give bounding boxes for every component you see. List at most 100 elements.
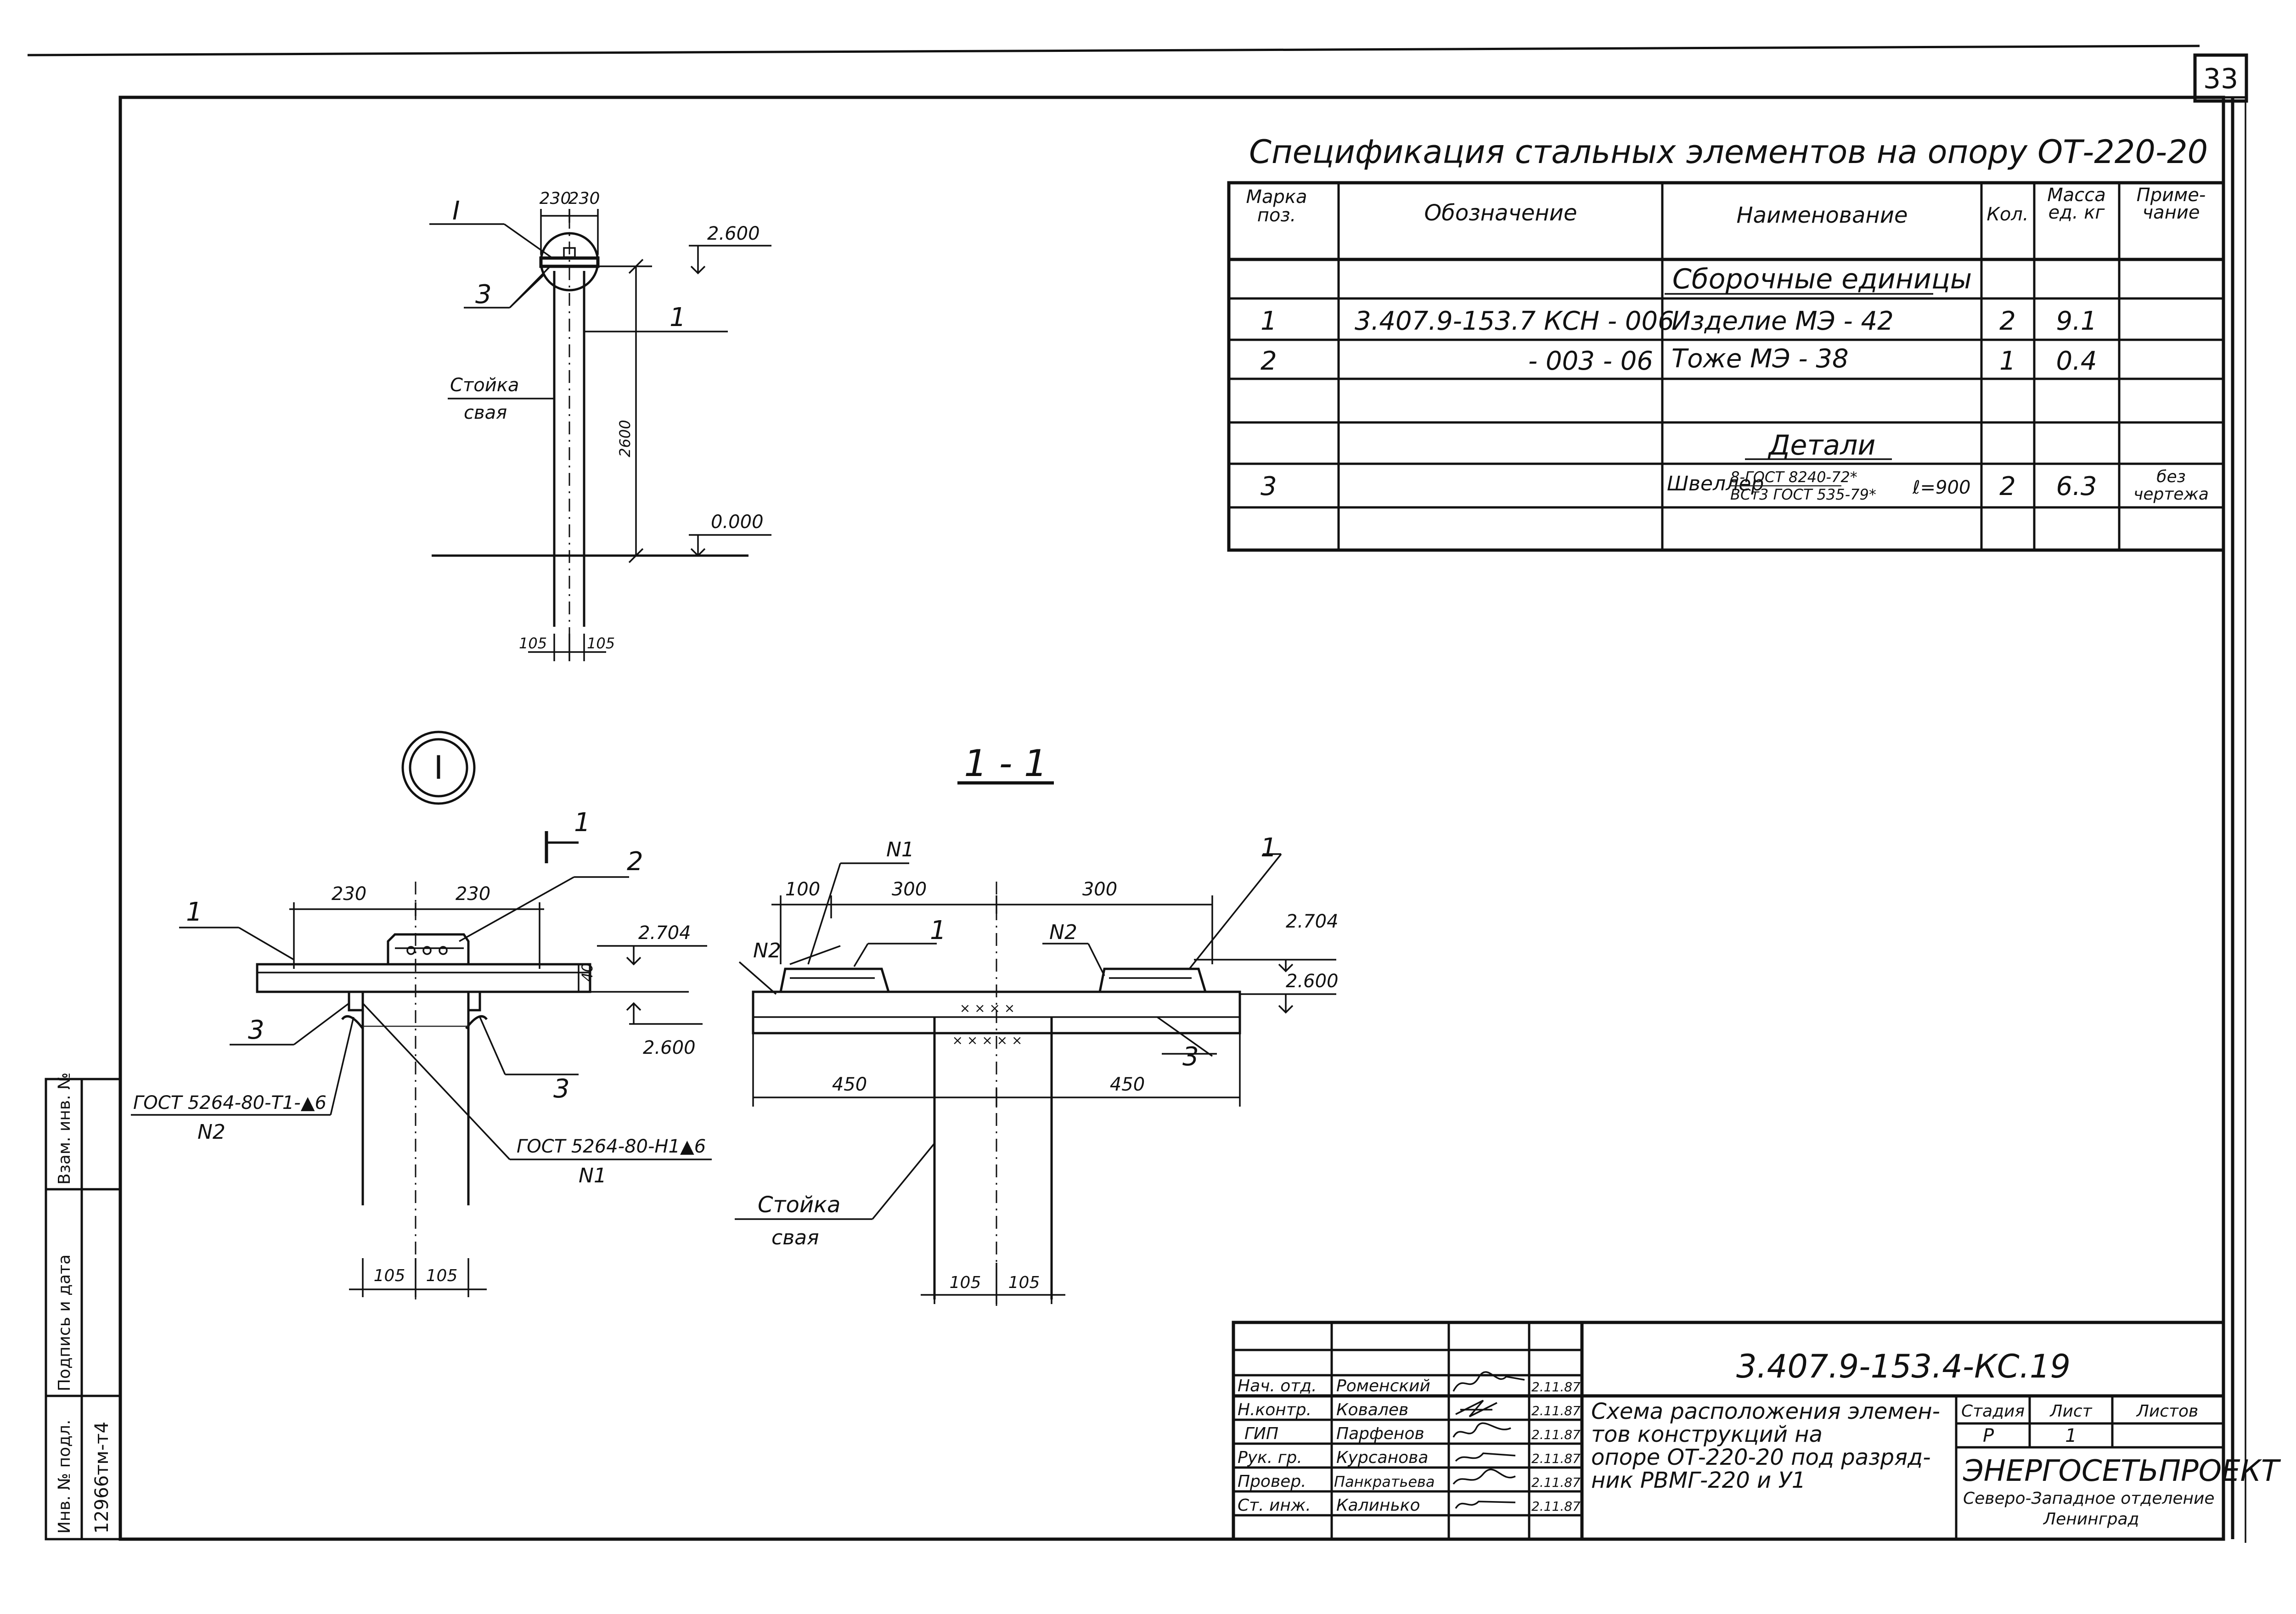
elev-length: 2600 xyxy=(616,420,634,457)
detail-I-weld-n1: ГОСТ 5264-80-Н1▲6 xyxy=(517,1136,706,1157)
section-dim-450-left: 450 xyxy=(832,1074,867,1095)
spec-row1-name: Изделие МЭ - 42 xyxy=(1671,306,1894,336)
section-dim-bottom-left: 105 xyxy=(950,1273,981,1292)
section-post-label-1: Стойка xyxy=(758,1192,840,1218)
detail-I-dim-bottom-right: 105 xyxy=(426,1266,458,1285)
detail-I-pos-3-left: 3 xyxy=(248,1015,264,1045)
margin-inv-original: Инв. № подл. xyxy=(55,1420,74,1534)
title-code: 3.407.9-153.4-КС.19 xyxy=(1736,1348,2071,1385)
detail-I-pos-1: 1 xyxy=(186,897,203,927)
detail-I-level-lower: 2.600 xyxy=(643,1037,696,1058)
staff-name: Панкратьева xyxy=(1334,1473,1435,1490)
spec-header-mass-2: ед. кг xyxy=(2048,202,2105,223)
spec-row3-name-main: Швеллер xyxy=(1667,472,1764,495)
spec-row3-mark: 3 xyxy=(1261,472,1277,501)
spec-section-assemblies: Сборочные единицы xyxy=(1672,263,1972,295)
elev-level-ground: 0.000 xyxy=(711,512,764,533)
page-number: 33 xyxy=(2203,63,2238,95)
staff-role: Провер. xyxy=(1238,1472,1306,1491)
spec-row3-name-top: 8-ГОСТ 8240-72* xyxy=(1730,468,1857,486)
title-desc-4: ник РВМГ-220 и У1 xyxy=(1591,1468,1806,1493)
title-stage: Р xyxy=(1983,1425,1994,1446)
staff-role: Ст. инж. xyxy=(1238,1496,1311,1515)
detail-I-offset: 40 xyxy=(579,963,596,982)
spec-header-name: Наименование xyxy=(1736,202,1908,228)
detail-I-pos-2: 2 xyxy=(627,847,643,877)
section-dim-bottom-right: 105 xyxy=(1008,1273,1040,1292)
staff-name: Курсанова xyxy=(1336,1448,1428,1467)
staff-role: Нач. отд. xyxy=(1238,1377,1317,1395)
elev-post-label-2: свая xyxy=(464,402,507,423)
spec-row3-mass: 6.3 xyxy=(2056,472,2097,501)
section-pos-1-center: 1 xyxy=(930,916,946,945)
section-dim-450-right: 450 xyxy=(1110,1074,1145,1095)
spec-row3-name-bottom: ВСт3 ГОСТ 535-79* xyxy=(1730,486,1876,503)
spec-row1-qty: 2 xyxy=(1999,306,2016,336)
spec-row2-mark: 2 xyxy=(1261,346,1277,376)
staff-name: Парфенов xyxy=(1336,1424,1424,1443)
section-title: 1 - 1 xyxy=(964,742,1047,785)
staff-date: 2.11.87 xyxy=(1531,1499,1581,1514)
section-weld-n2-left: N2 xyxy=(753,939,781,962)
title-desc-2: тов конструкций на xyxy=(1591,1422,1823,1447)
staff-date: 2.11.87 xyxy=(1531,1379,1581,1395)
spec-row3-note-2: чертежа xyxy=(2133,485,2209,504)
svg-text:× × × ×: × × × × xyxy=(960,1001,1015,1016)
staff-date: 2.11.87 xyxy=(1531,1427,1581,1442)
staff-name: Ковалев xyxy=(1336,1400,1408,1419)
elevation-view xyxy=(429,209,771,661)
detail-I-circle-label: I xyxy=(434,749,444,787)
elev-level-top: 2.600 xyxy=(707,223,760,244)
detail-I-level-upper: 2.704 xyxy=(638,922,691,944)
spec-title: Спецификация стальных элементов на опору… xyxy=(1249,133,2208,171)
signatures xyxy=(1452,1371,1525,1509)
staff-role: Рук. гр. xyxy=(1238,1448,1302,1467)
spec-header-mark-2: поз. xyxy=(1257,205,1296,226)
section-dim-300-right: 300 xyxy=(1082,879,1117,900)
spec-row2-designation: - 003 - 06 xyxy=(1528,346,1653,376)
spec-section-details: Детали xyxy=(1767,429,1876,461)
section-level-upper: 2.704 xyxy=(1286,911,1339,932)
spec-row3-qty: 2 xyxy=(1999,472,2016,501)
section-dim-100: 100 xyxy=(785,879,820,900)
elev-dim-top-right: 230 xyxy=(568,189,600,208)
title-sheets-header: Листов xyxy=(2136,1402,2198,1421)
detail-I-view xyxy=(131,731,712,1299)
staff-name: Калинько xyxy=(1336,1496,1420,1515)
detail-I-weld-n2: ГОСТ 5264-80-Т1-▲6 xyxy=(133,1092,326,1113)
section-dim-300-left: 300 xyxy=(892,879,927,900)
spec-header-mass-1: Масса xyxy=(2047,185,2106,206)
section-1-1-view: × × × × × × × × × xyxy=(735,781,1336,1309)
spec-header-mark-1: Марка xyxy=(1246,186,1307,208)
spec-row3-note-1: без xyxy=(2156,467,2186,486)
title-org-branch: Северо-Западное отделение xyxy=(1963,1489,2215,1508)
elev-dim-bottom-left: 105 xyxy=(519,635,547,652)
title-org-name: ЭНЕРГОСЕТЬПРОЕКТ xyxy=(1963,1454,2281,1488)
spec-header-note-1: Приме- xyxy=(2137,185,2206,206)
spec-header-designation: Обозначение xyxy=(1424,200,1577,226)
detail-I-dim-left: 230 xyxy=(332,883,366,905)
spec-row1-mass: 9.1 xyxy=(2056,306,2097,336)
title-org-city: Ленинград xyxy=(2043,1510,2139,1529)
staff-role: ГИП xyxy=(1244,1424,1278,1443)
staff-date: 2.11.87 xyxy=(1531,1475,1581,1490)
detail-I-section-mark: 1 xyxy=(574,808,591,838)
title-desc-3: опоре ОТ-220-20 под разряд- xyxy=(1591,1445,1931,1470)
detail-I-dim-right: 230 xyxy=(456,883,490,905)
spec-header-note-2: чание xyxy=(2143,202,2200,223)
staff-role: Н.контр. xyxy=(1238,1400,1311,1419)
detail-I-dim-bottom-left: 105 xyxy=(374,1266,405,1285)
staff-date: 2.11.87 xyxy=(1531,1403,1581,1418)
title-desc-1: Схема расположения элемен- xyxy=(1591,1399,1940,1424)
elev-dim-top-left: 230 xyxy=(540,189,571,208)
section-pos-3: 3 xyxy=(1182,1042,1199,1072)
svg-text:× × × × ×: × × × × × xyxy=(952,1033,1023,1048)
elev-post-label-1: Стойка xyxy=(450,375,519,396)
detail-I-pos-3-right: 3 xyxy=(553,1074,570,1104)
margin-stamp xyxy=(45,1078,122,1541)
elev-callout: I xyxy=(452,196,460,226)
margin-replace-inv: Взам. инв. № xyxy=(55,1073,74,1185)
title-block-grid xyxy=(1232,1321,2225,1541)
